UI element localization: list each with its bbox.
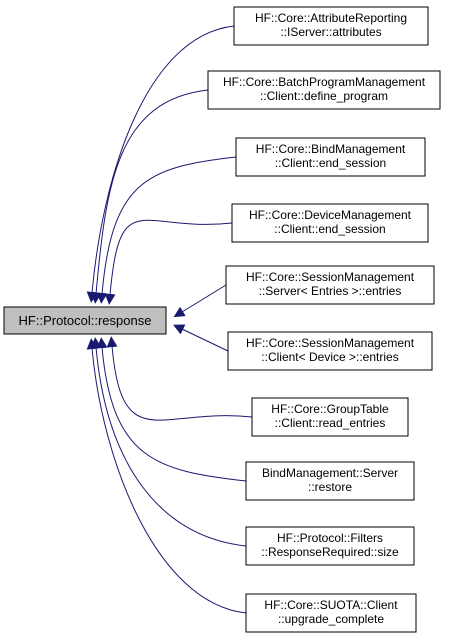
caller-label-line: ::Client::read_entries [275,416,386,430]
edge-1 [86,25,235,303]
nodes: HF::Core::AttributeReporting::IServer::a… [207,6,441,633]
caller-label-line: ::ResponseRequired::size [261,545,399,559]
caller-label-line: HF::Core::SUOTA::Client [264,598,398,612]
edge-7 [106,336,253,421]
caller-box [235,137,426,177]
caller-node-1[interactable]: HF::Core::AttributeReporting::IServer::a… [233,6,429,46]
caller-box [245,526,415,566]
caller-box [227,331,433,371]
caller-label-line: HF::Core::DeviceManagement [249,208,412,222]
caller-label-line: ::upgrade_complete [278,612,384,626]
edges [86,25,253,614]
caller-node-8[interactable]: BindManagement::Server::restore [245,461,415,501]
edge-5 [173,284,227,318]
caller-label-line: HF::Protocol::Filters [277,531,383,545]
caller-label-line: HF::Core::AttributeReporting [255,11,407,25]
edge-10 [86,338,247,614]
root-node[interactable]: HF::Protocol::response [3,306,167,335]
caller-node-3[interactable]: HF::Core::BindManagement::Client::end_se… [235,137,426,177]
caller-label-line: ::IServer::attributes [280,25,381,39]
edge-6 [173,324,229,352]
edge-4 [104,219,233,305]
caller-node-2[interactable]: HF::Core::BatchProgramManagement::Client… [207,70,441,110]
edge-3 [96,156,237,304]
caller-label-line: ::restore [308,480,352,494]
caller-label-line: ::Client< Device >::entries [261,350,398,364]
edge-9 [90,337,247,547]
edge-8 [96,337,247,482]
caller-box [225,265,435,305]
caller-label-line: HF::Core::GroupTable [271,402,389,416]
caller-box [245,593,417,633]
caller-label-line: ::Client::end_session [275,156,386,170]
caller-box [251,397,409,437]
edge-2 [90,89,209,304]
caller-label-line: HF::Core::BatchProgramManagement [223,75,426,89]
caller-box [245,461,415,501]
caller-node-10[interactable]: HF::Core::SUOTA::Client::upgrade_complet… [245,593,417,633]
caller-label-line: BindManagement::Server [262,466,398,480]
caller-label-line: ::Client::define_program [260,89,388,103]
caller-box [207,70,441,110]
caller-node-9[interactable]: HF::Protocol::Filters::ResponseRequired:… [245,526,415,566]
caller-box [231,203,429,243]
caller-label-line: ::Client::end_session [274,222,385,236]
caller-node-4[interactable]: HF::Core::DeviceManagement::Client::end_… [231,203,429,243]
caller-node-6[interactable]: HF::Core::SessionManagement::Client< Dev… [227,331,433,371]
caller-box [233,6,429,46]
caller-label-line: HF::Core::SessionManagement [246,270,415,284]
root-label: HF::Protocol::response [19,313,152,328]
caller-node-7[interactable]: HF::Core::GroupTable::Client::read_entri… [251,397,409,437]
caller-node-5[interactable]: HF::Core::SessionManagement::Server< Ent… [225,265,435,305]
caller-label-line: HF::Core::BindManagement [256,142,406,156]
caller-label-line: ::Server< Entries >::entries [259,284,402,298]
caller-label-line: HF::Core::SessionManagement [246,336,415,350]
